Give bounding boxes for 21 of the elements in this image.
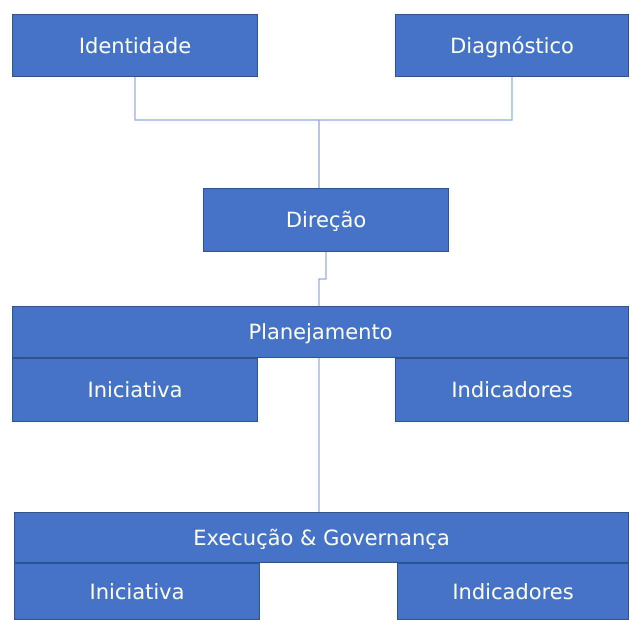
process-box: [12, 14, 258, 77]
box-label: Identidade: [78, 34, 192, 58]
process-box: [397, 563, 629, 620]
box-label: Indicadores: [451, 378, 573, 402]
box-label: Indicadores: [452, 580, 574, 604]
connector-line: [318, 252, 327, 306]
box-label: Diagnóstico: [450, 34, 574, 58]
process-box: [14, 512, 629, 563]
box-label: Execução & Governança: [193, 526, 450, 550]
process-box: [14, 563, 260, 620]
process-box: [395, 14, 629, 77]
connector-line: [318, 77, 513, 188]
connector-line: [318, 358, 320, 512]
box-label: Planejamento: [248, 320, 393, 344]
box-label: Iniciativa: [90, 580, 184, 604]
box-label: Iniciativa: [88, 378, 182, 402]
process-box: [12, 358, 258, 422]
box-label: Direção: [286, 208, 366, 232]
process-box: [203, 188, 449, 252]
process-box: [395, 358, 629, 422]
process-box: [12, 306, 629, 358]
